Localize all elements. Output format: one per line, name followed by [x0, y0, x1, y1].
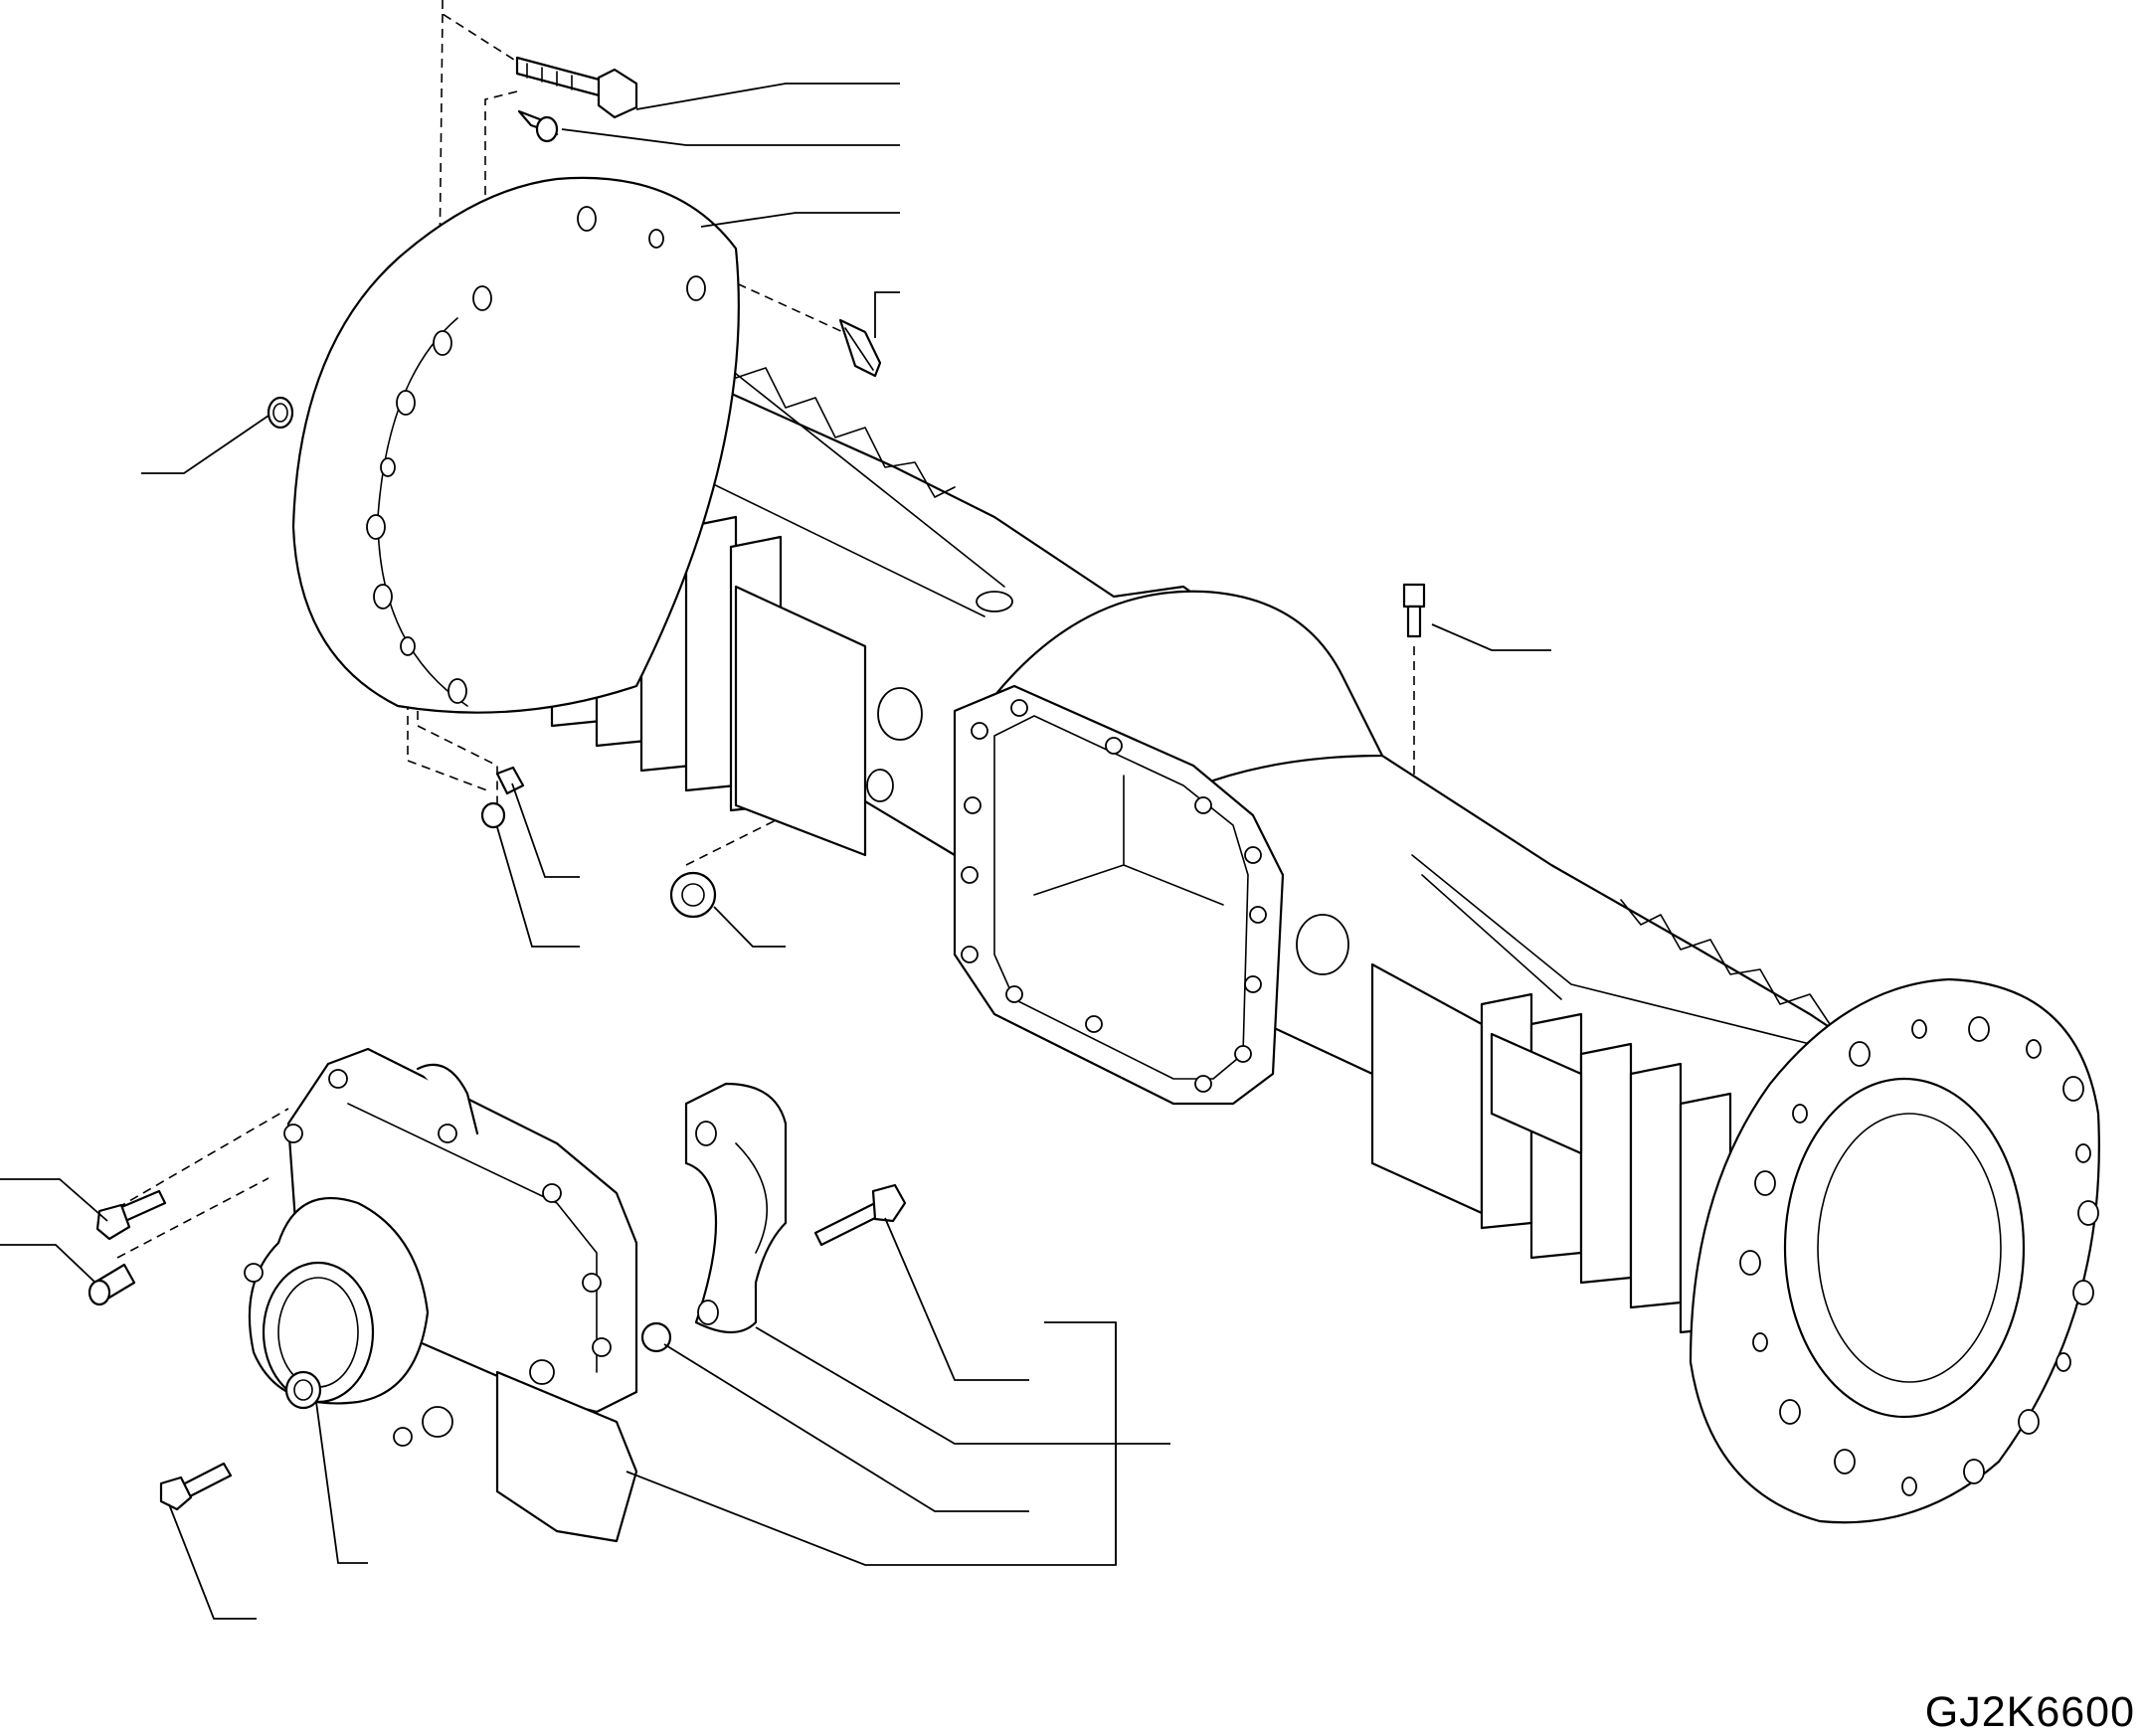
small-plug-1 [480, 801, 506, 829]
callout-leaders [0, 83, 1551, 1620]
left-flange-bolt-holes [366, 206, 706, 704]
o-ring [267, 396, 294, 430]
bearing-cap-dowel [640, 1321, 672, 1353]
grease-fitting [838, 318, 882, 378]
drawing-code-label: GJ2K6600 [1924, 1688, 2135, 1736]
bearing-cap [684, 1082, 788, 1333]
breather-plug [1402, 583, 1426, 638]
dowel-pin-left [88, 1263, 136, 1306]
plug-bottom [284, 1370, 322, 1410]
small-screw-1 [495, 766, 525, 795]
differential-carrier [244, 1047, 638, 1543]
hex-bolt-left [95, 1189, 167, 1241]
drain-plug [669, 871, 717, 919]
hex-bolt-top [515, 56, 638, 119]
right-flange-bolt-holes [1739, 1016, 2099, 1496]
hex-bolt-bottom [159, 1462, 233, 1511]
axle-housing [291, 176, 2100, 1524]
dowel-pin-top [517, 109, 559, 143]
cover-bolt-holes [961, 699, 1267, 1093]
bearing-cap-bolt [813, 1183, 907, 1247]
